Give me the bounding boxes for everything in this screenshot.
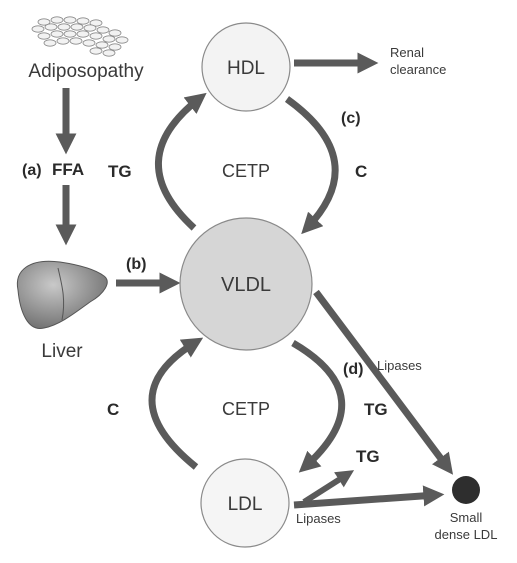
label-ffa: FFA (52, 160, 84, 179)
label-tg-ldl: TG (356, 447, 380, 466)
small-ldl-label-1: Small (450, 510, 483, 525)
ldl-node (200, 458, 290, 548)
hdl-label: HDL (227, 58, 265, 79)
small-ldl-label-2: dense LDL (435, 527, 498, 542)
label-cetp-top: CETP (222, 161, 270, 181)
label-lipases-ldl: Lipases (296, 511, 341, 526)
arrow-ldl-vldl (148, 337, 204, 470)
hdl-node (201, 22, 291, 112)
ldl-label: LDL (228, 494, 263, 515)
vldl-label: VLDL (221, 274, 271, 296)
label-c-right-top: C (355, 162, 367, 181)
arrow-vldl-small-ldl (313, 289, 454, 475)
label-lipases-diagonal: Lipases (377, 358, 422, 373)
small-dense-ldl-node (452, 476, 480, 504)
label-c-left-bottom: C (107, 400, 119, 419)
label-tg-left-top: TG (108, 162, 132, 181)
vldl-node (179, 217, 313, 351)
renal-label-2: clearance (390, 62, 446, 77)
label-cetp-bottom: CETP (222, 399, 270, 419)
liver-label: Liver (41, 341, 83, 362)
label-c-marker: (c) (341, 110, 361, 127)
arrow-vldl-ldl (291, 339, 345, 473)
arrow-ldl-tg (302, 470, 355, 505)
arrow-hdl-vldl (284, 96, 339, 235)
adipose-tissue-icon (31, 16, 129, 57)
label-tg-right-bottom: TG (364, 400, 388, 419)
label-b: (b) (126, 256, 146, 273)
renal-label-1: Renal (390, 45, 424, 60)
label-a: (a) (22, 162, 42, 179)
label-d-marker: (d) (343, 361, 363, 378)
liver-icon (16, 260, 108, 329)
arrow-vldl-hdl (155, 92, 207, 231)
arrow-ldl-small-ldl (293, 485, 445, 509)
adiposopathy-label: Adiposopathy (28, 61, 144, 82)
